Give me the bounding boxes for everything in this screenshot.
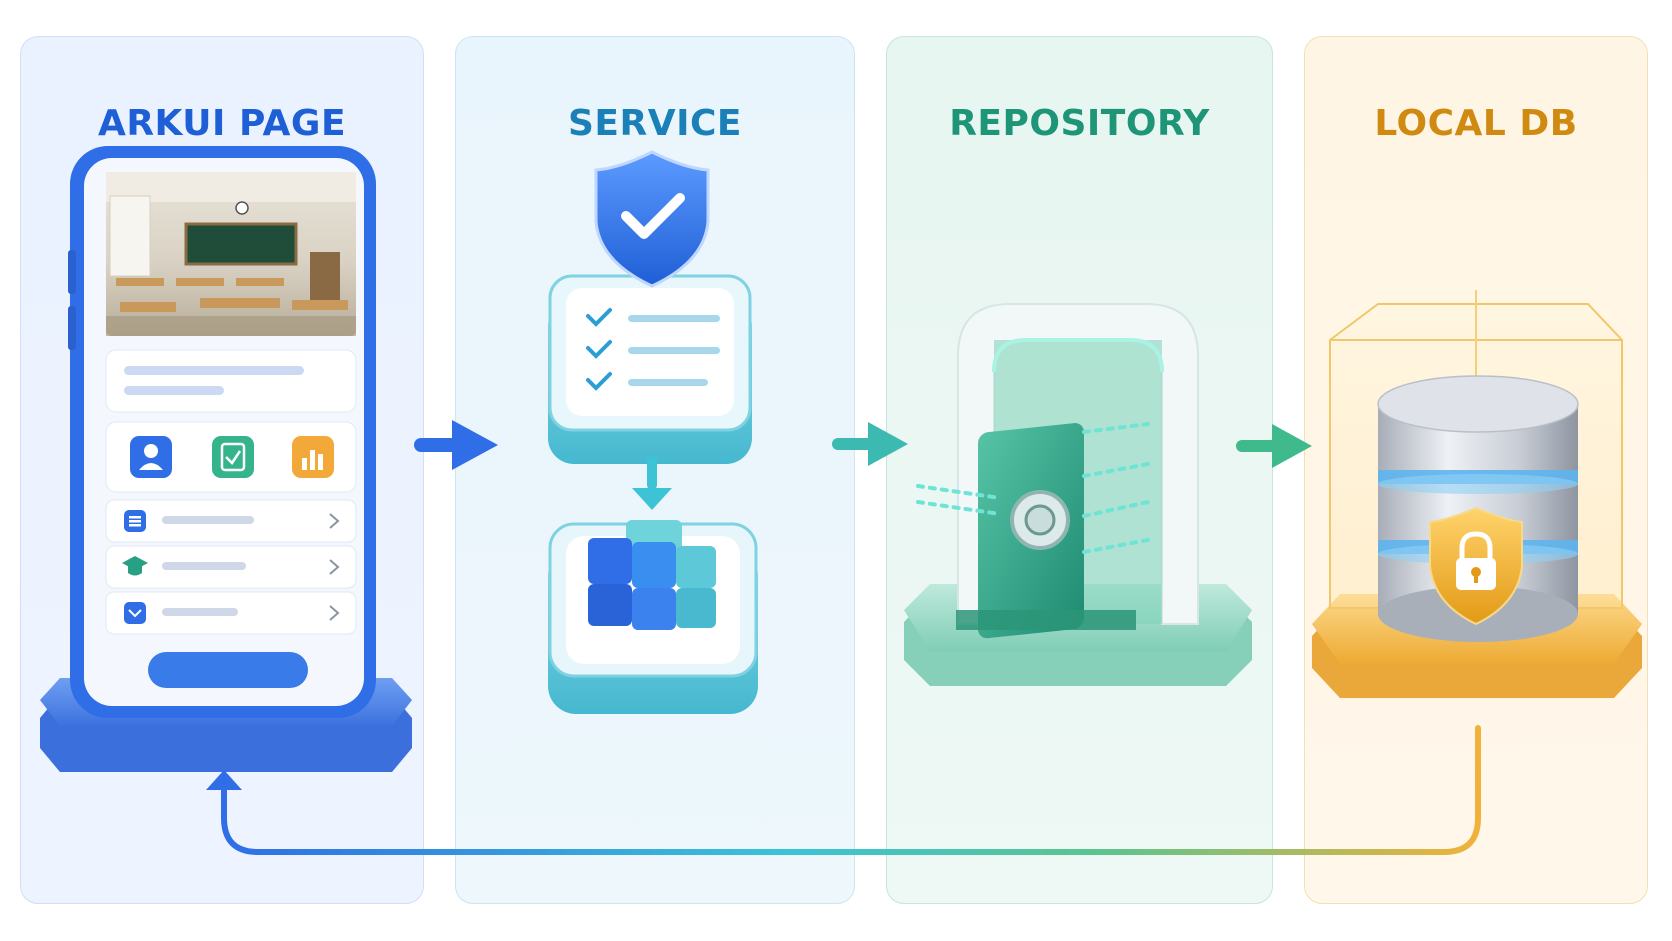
database-icon — [1312, 290, 1642, 698]
service-title: SERVICE — [567, 103, 742, 144]
arkui-page-title: ARKUI PAGE — [97, 103, 347, 144]
classroom-photo — [106, 172, 356, 336]
local-db-title: LOCAL DB — [1374, 103, 1578, 144]
vault-door-icon — [904, 303, 1252, 686]
cubes-icon — [548, 520, 758, 714]
checklist-illustration — [548, 274, 752, 464]
return-flow-arrow — [206, 725, 1481, 855]
flow-arrow-2 — [832, 422, 908, 466]
flow-arrow-1 — [414, 420, 498, 470]
clipboard-check-icon — [212, 436, 254, 478]
repository-title: REPOSITORY — [949, 103, 1210, 144]
shield-check-icon — [594, 150, 710, 288]
primary-button — [148, 652, 308, 688]
down-arrow — [632, 456, 672, 510]
flow-arrow-3 — [1236, 424, 1312, 468]
padlock-icon — [1429, 506, 1523, 626]
inbox-icon — [124, 602, 146, 624]
phone-illustration — [40, 146, 412, 772]
